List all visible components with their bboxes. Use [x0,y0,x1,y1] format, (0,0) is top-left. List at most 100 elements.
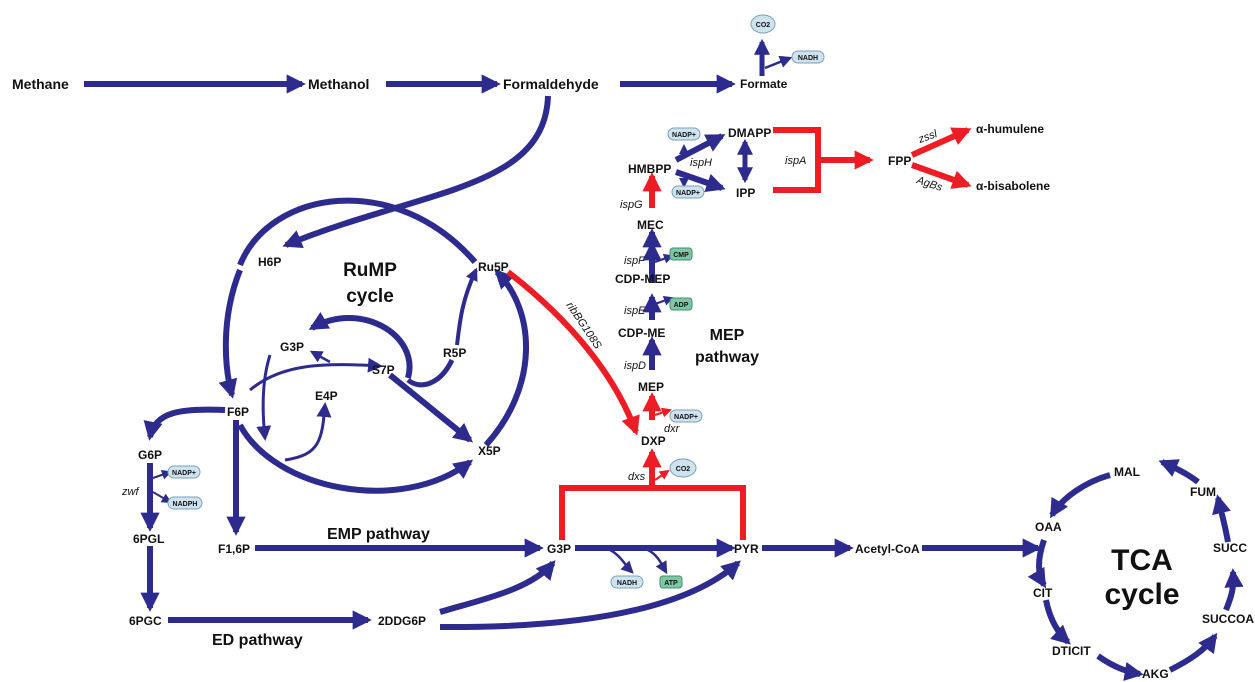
metabolite-mec: MEC [637,218,664,232]
tca-title-line2: cycle [1104,578,1179,611]
cofactor-nadp-g6p: NADP+ [172,470,196,477]
arrow-mal-oaa [1049,472,1111,519]
cofactor-nadp-isph-1: NADP+ [672,132,696,139]
nadp-badge-isph-1 [667,127,701,141]
arrow-2ddg6p-g3p [439,560,556,615]
metabolite-bisabolene: α-bisabolene [976,179,1050,193]
arrow-h6p-f6p [218,268,243,399]
metabolite-6pgl: 6PGL [133,532,164,546]
rump-title-line1: RuMP [343,260,397,281]
arrow-formaldehyde-h6p [282,95,551,249]
arrow-dticit-akg [1096,653,1144,681]
metabolite-oaa: OAA [1035,520,1062,534]
cmp-badge [669,247,693,261]
arrow-ru5p-dxp [506,269,640,436]
enzyme-ispg: ispG [620,199,643,211]
cofactor-co2-dxs: CO2 [676,466,691,473]
metabolite-mep: MEP [638,380,664,394]
emp-pathway-label: EMP pathway [327,526,430,543]
enzyme-ispe: ispE [624,305,646,317]
enzyme-zwf: zwf [121,486,139,498]
metabolite-r5p: R5P [443,346,466,360]
cofactor-adp: ADP [674,302,689,309]
metabolite-pyr: PYR [734,542,759,556]
metabolite-e4p: E4P [315,389,338,403]
arrow-fum-mal [1158,459,1200,485]
arrow-akg-succoa [1168,632,1218,673]
arrow-2ddg6p-pyr [439,560,741,631]
metabolite-acetylcoa: Acetyl-CoA [855,542,920,556]
arrow-cit-dticit [1043,599,1071,645]
metabolite-cdpmep: CDP-MEP [615,272,670,286]
arrow-r5p-ru5p [455,267,478,346]
metabolite-h6p: H6P [258,255,281,269]
arrow-to-g3p-small [309,350,331,364]
cofactor-atp: ATP [664,580,678,587]
arrow-f6p-s7p [249,357,383,392]
metabolite-g6p: G6P [138,448,162,462]
cofactor-nadp-isph-2: NADP+ [676,190,700,197]
mep-pathway-line1: MEP [710,327,745,344]
nadh-badge-g3p [610,575,644,589]
bracket-g3p-pyr [559,485,746,540]
pathway-arrows [84,38,1244,681]
arrow-cmp-out [654,253,674,264]
cofactor-nadph-g6p: NADPH [173,501,198,508]
metabolite-g3p: G3P [547,542,571,556]
enzyme-ispa: ispA [785,155,806,167]
arrow-succ-fum [1212,494,1231,543]
arrow-f6p-x5p [237,423,474,494]
metabolite-methane: Methane [12,76,69,92]
enzyme-dxs: dxs [628,471,646,483]
metabolite-succoa: SUCCOA [1202,612,1254,626]
arrow-hmbpp-dmapp [674,133,726,163]
enzyme-dxr: dxr [664,423,681,435]
arrow-nadp-dxr [654,407,672,418]
arrow-f6p-g6p [143,406,226,441]
metabolite-f6p: F6P [227,405,249,419]
metabolite-formaldehyde: Formaldehyde [503,76,599,92]
cofactor-badges: CO2 NADH NADP+ NADPH NADH ATP CO2 NADP+ … [167,14,825,589]
metabolite-f16p: F1,6P [218,542,250,556]
nadp-badge-isph-2 [671,185,705,199]
metabolite-fpp: FPP [888,154,911,168]
metabolite-fum: FUM [1190,485,1216,499]
adp-badge [669,297,693,311]
arrow-atp-out [647,548,668,575]
cofactor-nadh-g3p: NADH [617,580,637,587]
mep-pathway-line2: pathway [695,349,759,366]
arrow-co2-dxs [654,469,670,481]
cofactor-nadh-top: NADH [798,55,818,62]
arrow-s7p-g3p [308,311,413,379]
metabolite-dticit: DTICIT [1052,644,1091,658]
metabolite-mal: MAL [1114,465,1140,479]
enzyme-ispd: ispD [624,360,646,372]
metabolite-cdpme: CDP-ME [618,326,665,340]
arrow-hmbpp-ipp [675,169,726,193]
enzyme-isph: ispH [690,157,712,169]
arrow-oaa-cit [1027,539,1047,589]
metabolite-succ: SUCC [1213,541,1247,555]
metabolite-akg: AKG [1142,667,1169,681]
arrow-formate-nadh [764,55,793,70]
cofactor-co2-top: CO2 [756,22,771,29]
metabolite-x5p: X5P [478,444,501,458]
arrow-g3p-f6p [256,354,272,441]
co2-cloud-dxs-icon [669,458,697,478]
arrow-adp-out [654,295,674,306]
metabolite-2ddg6p: 2DDG6P [378,614,426,628]
metabolite-humulene: α-humulene [976,122,1044,136]
pathway-titles: RuMP cycle TCA cycle EMP pathway ED path… [212,260,1180,649]
atp-badge [659,575,683,589]
arrow-nadp-in [152,469,172,480]
metabolite-hmbpp: HMBPP [628,162,671,176]
metabolite-cit: CIT [1033,586,1053,600]
nadp-badge-g6p [167,465,201,479]
arrow-succoa-succ [1223,568,1244,612]
rump-title-line2: cycle [346,286,394,307]
nadph-badge-g6p [167,496,203,510]
metabolite-6pgc: 6PGC [129,614,162,628]
metabolite-dmapp: DMAPP [728,126,771,140]
